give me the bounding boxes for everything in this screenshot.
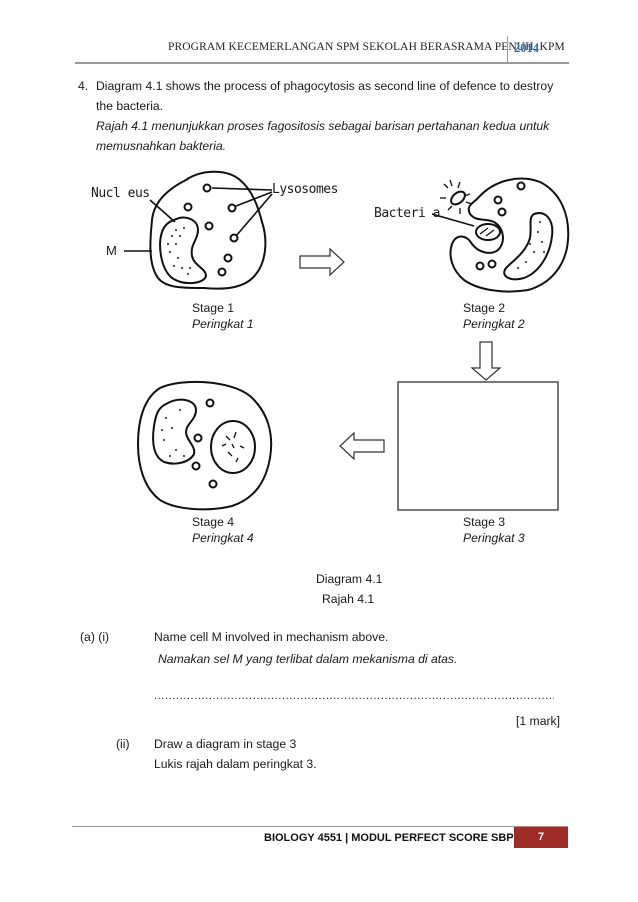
label-nucleus: Nucl eus (91, 186, 150, 201)
part-a-label: (a) (i) (80, 630, 110, 644)
arrow-right (299, 247, 345, 277)
lysosome-dot (183, 202, 193, 212)
header-divider (507, 36, 509, 62)
stage4-nucleus (152, 398, 198, 465)
lysosome-dot (223, 253, 233, 263)
footer-rule (72, 826, 568, 828)
stage2-label-ms: Peringkat 2 (463, 317, 525, 331)
stage3-drawing-box (397, 381, 559, 511)
stage3-label: Stage 3 (463, 515, 506, 529)
diagram-caption-ms: Rajah 4.1 (322, 592, 375, 606)
stage1-label: Stage 1 (192, 301, 235, 315)
part-a-question: Name cell M involved in mechanism above. (154, 630, 389, 644)
stage2-engulfed-bacterium (475, 223, 501, 241)
header-rule (75, 62, 569, 64)
stage4-label: Stage 4 (192, 515, 235, 529)
stage3-label-ms: Peringkat 3 (463, 531, 525, 545)
stage1-nucleus (159, 216, 208, 284)
stage4-digestive-vacuole (210, 420, 256, 474)
question-line-1: Diagram 4.1 shows the process of phagocy… (96, 79, 554, 93)
question-number: 4. (78, 79, 89, 93)
question-line-3: Rajah 4.1 menunjukkan proses fagositosis… (96, 119, 550, 133)
part-a-ii-question: Draw a diagram in stage 3 (154, 737, 297, 751)
lysosome-dot (202, 183, 212, 193)
part-a-ii-label: (ii) (116, 737, 130, 751)
label-m: M (106, 243, 117, 258)
diagram-caption: Diagram 4.1 (316, 572, 383, 586)
part-a-ii-question-ms: Lukis rajah dalam peringkat 3. (154, 757, 317, 771)
label-bacteria: Bacteri a (374, 206, 440, 221)
label-lysosomes: Lysosomes (272, 182, 338, 197)
stage2-cell-outline (449, 177, 570, 293)
page-number: 7 (514, 827, 568, 848)
header-year: 2014 (514, 41, 539, 55)
stage4-label-ms: Peringkat 4 (192, 531, 254, 545)
marks: [1 mark] (516, 714, 561, 728)
stage4-cell-outline (136, 380, 273, 511)
answer-line[interactable]: ........................................… (154, 690, 554, 702)
stage1-label-ms: Peringkat 1 (192, 317, 254, 331)
arrow-down (470, 341, 502, 381)
lysosome-dot (227, 203, 237, 213)
stage2-nucleus (503, 212, 554, 281)
lysosome-dot (229, 233, 239, 243)
stage2-bacterium (450, 190, 466, 206)
question-line-4: memusnahkan bakteria. (96, 139, 227, 153)
part-a-question-ms: Namakan sel M yang terlibat dalam mekani… (158, 652, 458, 666)
header-title: PROGRAM KECEMERLANGAN SPM SEKOLAH BERASR… (168, 41, 565, 53)
stage1-cell-outline (149, 170, 267, 290)
footer-text: BIOLOGY 4551 | MODUL PERFECT SCORE SBP 2… (264, 832, 541, 844)
question-line-2: the bacteria. (96, 99, 164, 113)
lysosome-dot (204, 221, 214, 231)
lysosome-dot (217, 267, 227, 277)
arrow-left (339, 431, 385, 461)
stage2-label: Stage 2 (463, 301, 506, 315)
